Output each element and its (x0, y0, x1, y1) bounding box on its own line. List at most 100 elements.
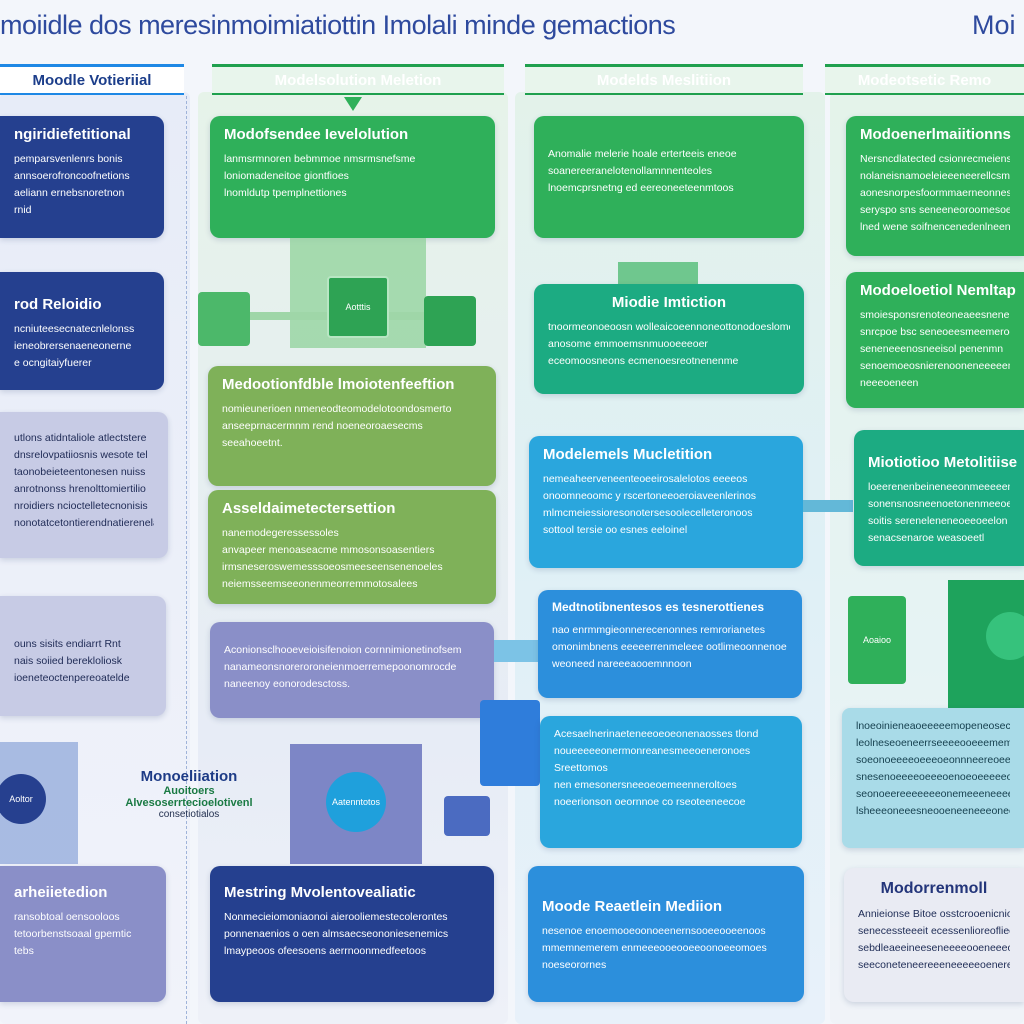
card-line: mlmcmeiessioresonotersesoolecelleteronoo… (543, 507, 753, 519)
card-line: nesenoe enoemooeoonoeenernsooeeooeenoos (542, 925, 766, 937)
card-line: Aconionsclhooeveioisifenoion cornnimione… (224, 644, 462, 656)
card-title: Medootionfdble lmoiotenfeeftion (222, 376, 455, 393)
card-line: ouns sisits endiarrt Rnt (14, 638, 121, 650)
card-line: noeerionson oeornnoe co rseoteeneecoe (554, 796, 746, 808)
card-line: nroidiers ncioctelletecnonisis (14, 500, 148, 512)
column-divider (186, 96, 187, 1024)
card-line: nen emesonersneeoeoemeenneroltoes (554, 779, 737, 791)
col4-card-2: Modoeloetiol Nemltap smoiesponsrenoteone… (846, 272, 1024, 408)
card-line: nemeaheerveneenteoeeirosalelotos eeeeos (543, 473, 748, 485)
col3-square-node (480, 700, 540, 786)
card-title: Asseldaimetectersettion (222, 500, 396, 517)
callout-line: Alvesoserrtecioelotivenl (125, 797, 253, 809)
card-line: mmemnemerem enmeeeooeooeeoonoeeomoes (542, 942, 767, 954)
card-line: tebs (14, 945, 34, 957)
card-line: sottool tersie oo esnes eeloinel (543, 524, 688, 536)
card-line: anvapeer menoaseacme mmosonsoasentiers (222, 544, 435, 556)
card-line: Sreettomos (554, 762, 608, 774)
connector-line (803, 500, 853, 512)
col4-card-3: Miotiotioo Metolitiise loeerenenbeinenee… (854, 430, 1024, 566)
col4-circle-node (986, 612, 1024, 660)
column-header-2: Modelsolution Meletion (212, 64, 504, 95)
col3-card-4: Medtnotibnentesos es tesnerottienes nao … (538, 590, 802, 698)
card-line: senecessteeeit ecessenlioreoflieeo (858, 925, 1010, 937)
card-line: seeahoeetnt. (222, 437, 283, 449)
card-line: dnsrelovpatiiosnis wesote tel (14, 449, 148, 461)
card-line: senoemoeosnierenooneneeeeen (860, 360, 1010, 372)
col4-square-node: Aoaioo (848, 596, 906, 684)
card-title: Mestring Mvolentovealiatic (224, 884, 416, 901)
card-line: soeonoeeeeoeeeoeonnneereoeeeeen (856, 754, 1010, 766)
card-line: nais soiied berekloliosk (14, 655, 122, 667)
card-title: ngiridiefetitional (14, 126, 131, 143)
card-line: Nonmecieiomoniaonoi aierooliemestecolero… (224, 911, 448, 923)
card-title: Miotiotioo Metolitiise (868, 454, 1018, 471)
col2-card-4: Aconionsclhooeveioisifenoion cornnimione… (210, 622, 494, 718)
card-line: Annieionse Bitoe osstcrooenicnioonlesl (858, 908, 1010, 920)
column-header-4: Modeotsetic Remo (825, 64, 1024, 95)
card-line: neeeoeneen (860, 377, 919, 389)
card-line: naneenoy eonorodesctoss. (224, 678, 351, 690)
card-line: lned wene soifnencenedenlneen (860, 221, 1010, 233)
card-line: seeconeteneereeeneeeeeoenereoeeee (858, 959, 1010, 971)
callout-line: Auoitoers (163, 785, 215, 797)
card-line: tetoorbenstsoaal gpemtic (14, 928, 132, 940)
card-line: nonotatcetontierendnatierenelas (14, 517, 154, 529)
card-title: Moode Reaetlein Mediion (542, 898, 723, 915)
card-line: weoneed nareeeaooemnnoon (552, 658, 692, 670)
card-line: lanmsrmnoren bebmmoe nmsrmsnefsme (224, 153, 416, 165)
col1-card-4: ouns sisits endiarrt Rnt nais soiied ber… (0, 596, 166, 716)
card-line: ioeneteoctenpereoatelde (14, 672, 130, 684)
card-line: lnomldutp tpemplnettiones (224, 187, 347, 199)
connector-line (494, 640, 540, 662)
card-line: aonesnorpesfoormmaerneonnescee (860, 187, 1010, 199)
card-title: rod Reloidio (14, 296, 102, 313)
card-line: aeliann ernebsnoretnon (14, 187, 125, 199)
col1-card-5: arheiietedion ransobtoal oensooloos teto… (0, 866, 166, 1002)
col2-square-node (444, 796, 490, 836)
callout-line: consetiotialos (158, 809, 220, 820)
col4-card-1: Modoenerlmaiitionns Nersncdlatected csio… (846, 116, 1024, 256)
card-line: anrotnonss hrenolttomiertilio (14, 483, 146, 495)
card-title: Modofsendee Ievelolution (224, 126, 409, 143)
col2-square-node (198, 292, 250, 346)
card-line: sebdleaeeineeseneeeeooeneeeoonn (858, 942, 1010, 954)
card-line: nomieunerioen nmeneodteomodelotoondosmer… (222, 403, 452, 415)
col3-card-6: Moode Reaetlein Mediion nesenoe enoemooe… (528, 866, 804, 1002)
card-line: Anomalie melerie hoale erterteeis eneoe (548, 148, 737, 160)
card-line: nolaneisnamoeleieeeneerellcsmeea (860, 170, 1010, 182)
col4-card-5: Modorrenmoll Annieionse Bitoe osstcrooen… (844, 868, 1024, 1002)
card-line: tnoormeonoeoosn wolleaicoeennoneottonodo… (548, 321, 790, 333)
card-line: Acesaelnerinaeteneeoeoeonenaosses tlond (554, 728, 759, 740)
card-line: lsheeeoneeesneooeneeneeeoneeen (856, 805, 1010, 817)
card-line: rnid (14, 204, 32, 216)
card-title: Medtnotibnentesos es tesnerottienes (552, 600, 765, 614)
card-line: anosome emmoemsnmuooeeeoer (548, 338, 708, 350)
card-line: onoomneoomc y rscertoneeoeroiaveenlerino… (543, 490, 757, 502)
card-line: leolneseoeneerrseeeeooeeememeeen (856, 737, 1010, 749)
card-title: arheiietedion (14, 884, 108, 901)
col3-card-5: Acesaelnerinaeteneeoeoeonenaosses tlond … (540, 716, 802, 848)
card-line: eceomoosneons ecmenoesreotnenenme (548, 355, 739, 367)
card-line: lmaypeoos ofeesoens aerrnoonmedfeetoos (224, 945, 426, 957)
card-line: sonensnosneenoetonenmeeoeeo (868, 498, 1010, 510)
card-line: lnoeoinieneaoeeeeemopeneosecc (856, 720, 1010, 732)
card-line: seonoeereeeeeeeonemeeeneeeee (856, 788, 1010, 800)
callout-title: Monoeliiation (140, 768, 238, 785)
col1-card-1: ngiridiefetitional pemparsvenlenrs bonis… (0, 116, 164, 238)
card-title: Modelemels Mucletition (543, 446, 713, 463)
col2-circle-node: Aatenntotos (326, 772, 386, 832)
card-line: irmsneseroswemesssoeosmeeseensenenoeles (222, 561, 443, 573)
card-title: Miodie Imtiction (611, 294, 727, 311)
col4-card-4: lnoeoinieneaoeeeeemopeneosecc leolneseoe… (842, 708, 1024, 848)
card-title: Modoeloetiol Nemltap (860, 282, 1016, 299)
card-line: ncniuteesecnatecnlelonss (14, 323, 135, 335)
card-line: smoiesponsrenoteoneaeesnenennt (860, 309, 1010, 321)
card-line: senacsenaroe weasoeetl (868, 532, 985, 544)
card-line: noeseorornes (542, 959, 607, 971)
card-line: nanameonsnoreroroneienmoerremepoonomrocd… (224, 661, 457, 673)
card-line: snrcpoe bsc seneoeesmeemeroes (860, 326, 1010, 338)
col2-square-node (424, 296, 476, 346)
card-line: e ocngitaiyfuerer (14, 357, 92, 369)
col1-card-2: rod Reloidio ncniuteesecnatecnlelonss ie… (0, 272, 164, 390)
